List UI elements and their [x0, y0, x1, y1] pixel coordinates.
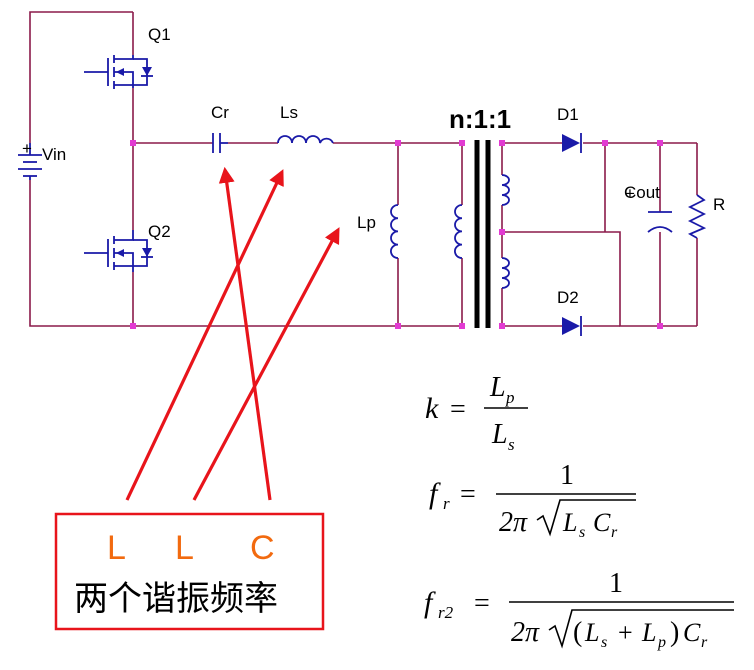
cout-capacitor: + Cout [624, 183, 673, 233]
callout-arrows [125, 166, 340, 501]
callout-letter-l2: L [175, 529, 194, 567]
ls-label: Ls [280, 103, 298, 122]
d1-diode: D1 [557, 105, 582, 153]
lp-inductor: Lp [357, 204, 399, 259]
arrow-c-to-cr [218, 166, 272, 501]
wires [29, 11, 698, 327]
svg-text:L: L [641, 618, 656, 647]
svg-text:f: f [429, 477, 441, 510]
callout-caption: 两个谐振频率 [74, 579, 278, 619]
svg-text:p: p [505, 388, 515, 407]
formula-fr2: f r2 = 1 2π ( L s + L p ) C r [424, 568, 734, 651]
svg-text:C: C [593, 508, 611, 537]
svg-text:r: r [701, 634, 708, 651]
svg-text:L: L [562, 508, 577, 537]
svg-text:L: L [491, 419, 508, 450]
vin-label: Vin [42, 145, 66, 164]
ls-inductor: Ls [277, 103, 334, 144]
q1-mosfet: Q1 [84, 25, 171, 89]
q1-label: Q1 [148, 25, 171, 44]
svg-text:k: k [425, 392, 439, 425]
transformer: n:1:1 [449, 104, 511, 328]
d1-label: D1 [557, 105, 579, 124]
cout-label: Cout [624, 183, 660, 202]
svg-text:=: = [450, 394, 466, 425]
callout-letter-c: C [250, 529, 275, 567]
callout-letter-l1: L [107, 529, 126, 567]
cr-label: Cr [211, 103, 229, 122]
cr-capacitor: Cr [211, 103, 229, 153]
q2-label: Q2 [148, 222, 171, 241]
svg-text:r: r [611, 524, 618, 541]
formula-k: k = L p L s [425, 372, 528, 454]
svg-text:(: ( [573, 617, 582, 648]
svg-text:C: C [683, 618, 701, 647]
svg-text:L: L [489, 372, 506, 403]
svg-text:s: s [508, 435, 515, 454]
svg-text:+: + [618, 618, 633, 647]
load-resistor: R [687, 194, 725, 239]
formula-fr: f r = 1 2π L s C r [429, 460, 636, 541]
svg-text:+: + [625, 184, 635, 203]
junction-dots [130, 140, 663, 329]
arrow-l2-to-lp [192, 227, 340, 501]
d2-label: D2 [557, 288, 579, 307]
d2-diode: D2 [557, 288, 582, 336]
vin-source: + Vin [18, 139, 66, 180]
svg-text:r2: r2 [438, 603, 454, 622]
turns-ratio-label: n:1:1 [449, 104, 511, 134]
svg-text:r: r [443, 494, 450, 513]
q2-mosfet: Q2 [84, 222, 171, 272]
svg-text:s: s [601, 634, 607, 651]
r-label: R [713, 195, 725, 214]
lp-label: Lp [357, 213, 376, 232]
svg-text:L: L [584, 618, 599, 647]
svg-text:f: f [424, 586, 436, 619]
svg-text:2π: 2π [499, 507, 528, 538]
arrow-l1-to-ls [125, 169, 284, 501]
svg-text:s: s [579, 524, 585, 541]
svg-text:=: = [460, 479, 476, 510]
svg-text:): ) [670, 617, 679, 648]
svg-text:2π: 2π [511, 617, 540, 648]
svg-text:=: = [474, 588, 490, 619]
svg-text:+: + [22, 139, 32, 158]
svg-text:1: 1 [560, 460, 574, 491]
llc-callout-box: L L C 两个谐振频率 [54, 512, 325, 631]
svg-text:1: 1 [609, 568, 623, 599]
svg-text:p: p [657, 634, 666, 651]
